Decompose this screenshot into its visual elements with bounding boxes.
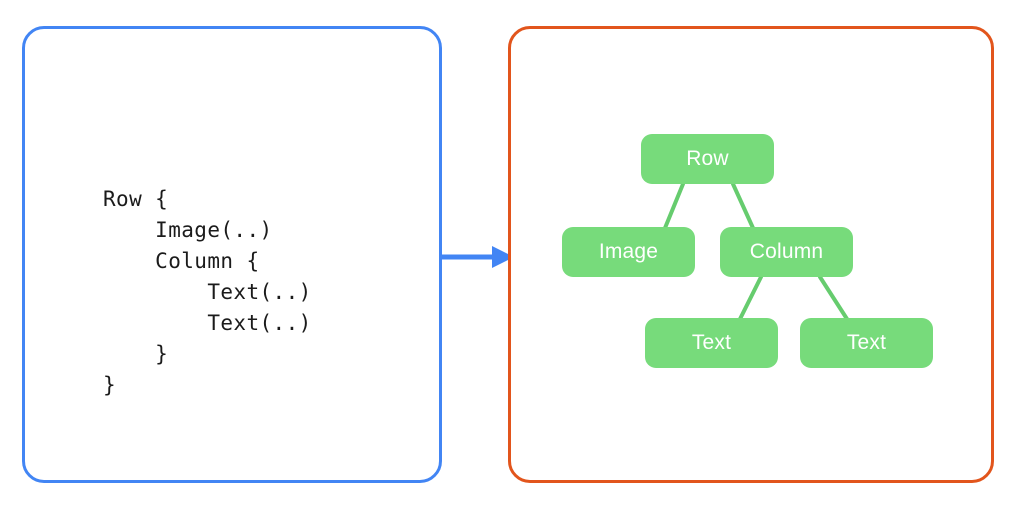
tree-node-label: Column bbox=[749, 240, 824, 263]
tree-node-image[interactable]: Image bbox=[562, 227, 695, 277]
compose-code-snippet: Row { Image(..) Column { Text(..) Text(.… bbox=[103, 187, 312, 397]
tree-node-column[interactable]: Column bbox=[720, 227, 853, 277]
flow-arrow-icon bbox=[442, 246, 514, 268]
tree-node-label: Text bbox=[846, 331, 887, 354]
tree-node-label: Image bbox=[598, 240, 659, 263]
code-panel: Row { Image(..) Column { Text(..) Text(.… bbox=[22, 26, 442, 483]
tree-node-text1[interactable]: Text bbox=[645, 318, 778, 368]
tree-node-row[interactable]: Row bbox=[641, 134, 774, 184]
tree-node-label: Text bbox=[691, 331, 732, 354]
tree-node-label: Row bbox=[686, 147, 729, 170]
tree-node-text2[interactable]: Text bbox=[800, 318, 933, 368]
